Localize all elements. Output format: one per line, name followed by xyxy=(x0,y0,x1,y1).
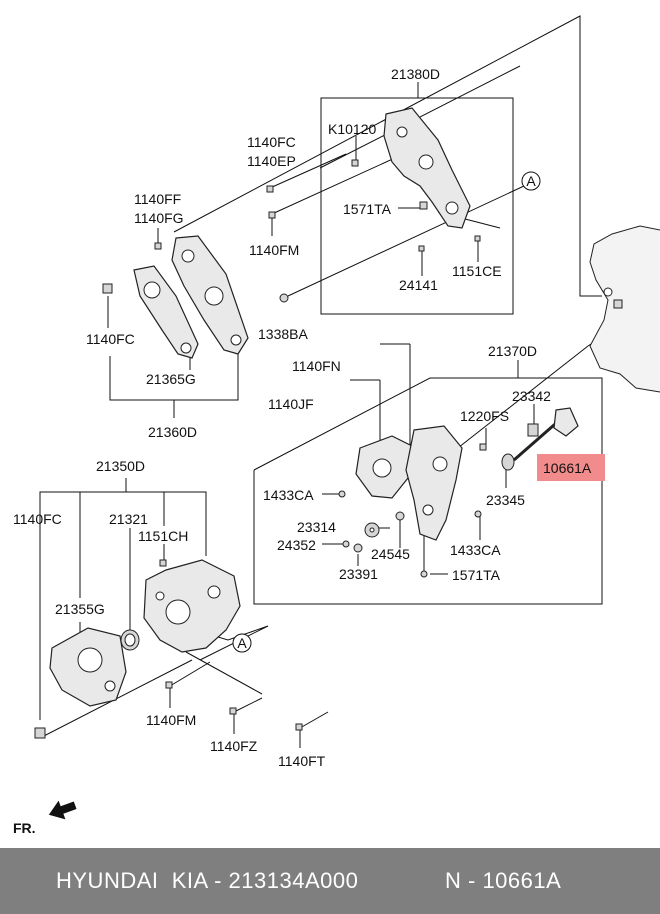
oil-pump-case-part xyxy=(338,407,579,578)
label-1140ft: 1140FT xyxy=(278,753,326,769)
label-a-top: A xyxy=(526,173,536,189)
label-23391: 23391 xyxy=(339,566,378,582)
front-direction-indicator: FR. xyxy=(13,800,77,836)
label-1151ce: 1151CE xyxy=(452,263,502,279)
label-23342: 23342 xyxy=(512,388,551,404)
reference-circle-a-bottom: A xyxy=(232,633,252,653)
label-1140jf: 1140JF xyxy=(268,396,314,412)
label-1433ca-b: 1433CA xyxy=(450,542,501,558)
part-number-footer: HYUNDAI KIA - 213134A000 N - 10661A xyxy=(0,848,660,914)
label-21350d: 21350D xyxy=(96,458,145,474)
upper-timing-cover-part xyxy=(383,107,471,229)
fr-label: FR. xyxy=(13,820,36,836)
label-10661a: 10661A xyxy=(543,460,592,476)
label-1338ba: 1338BA xyxy=(258,326,308,342)
parts-diagram: A A 21380D K10120 1140FC 1140EP 1140FF 1… xyxy=(13,15,660,836)
label-1151ch: 1151CH xyxy=(138,528,188,544)
label-24545: 24545 xyxy=(371,546,410,562)
label-1220fs: 1220FS xyxy=(460,408,509,424)
label-21370d: 21370D xyxy=(488,343,537,359)
label-k10120: K10120 xyxy=(328,121,376,137)
label-1571ta-b: 1571TA xyxy=(452,567,501,583)
label-1140fz: 1140FZ xyxy=(210,738,258,754)
highlight-box xyxy=(537,454,605,481)
label-1140fm-b: 1140FM xyxy=(146,712,196,728)
front-arrow-icon xyxy=(48,800,77,820)
label-21365g: 21365G xyxy=(146,371,196,387)
bolt-icons-top xyxy=(102,159,481,303)
footer-brand-part-number: HYUNDAI KIA - 213134A000 xyxy=(56,868,359,893)
label-1140fc-b: 1140FC xyxy=(86,331,135,347)
label-1140ff: 1140FF xyxy=(134,191,181,207)
label-a-bottom: A xyxy=(237,635,247,651)
label-23345: 23345 xyxy=(486,492,525,508)
label-21355g: 21355G xyxy=(55,601,105,617)
part-labels: 21380D K10120 1140FC 1140EP 1140FF 1140F… xyxy=(13,66,592,769)
label-1571ta-a: 1571TA xyxy=(343,201,392,217)
reference-circle-a-top: A xyxy=(521,171,541,191)
footer-reference-number: N - 10661A xyxy=(445,868,562,893)
engine-block-part xyxy=(589,225,660,393)
label-1140fm-a: 1140FM xyxy=(249,242,299,258)
label-21360d: 21360D xyxy=(148,424,197,440)
label-24352: 24352 xyxy=(277,537,316,553)
label-1140ep: 1140EP xyxy=(247,153,296,169)
label-1433ca-a: 1433CA xyxy=(263,487,314,503)
label-1140fc-c: 1140FC xyxy=(13,511,62,527)
front-case-part xyxy=(34,559,303,739)
label-1140fc-a: 1140FC xyxy=(247,134,296,150)
label-24141: 24141 xyxy=(399,277,438,293)
label-21321: 21321 xyxy=(109,511,148,527)
lower-timing-cover-part xyxy=(133,235,249,359)
label-1140fn: 1140FN xyxy=(292,358,341,374)
label-23314: 23314 xyxy=(297,519,336,535)
label-1140fg: 1140FG xyxy=(134,210,184,226)
label-21380d: 21380D xyxy=(391,66,440,82)
